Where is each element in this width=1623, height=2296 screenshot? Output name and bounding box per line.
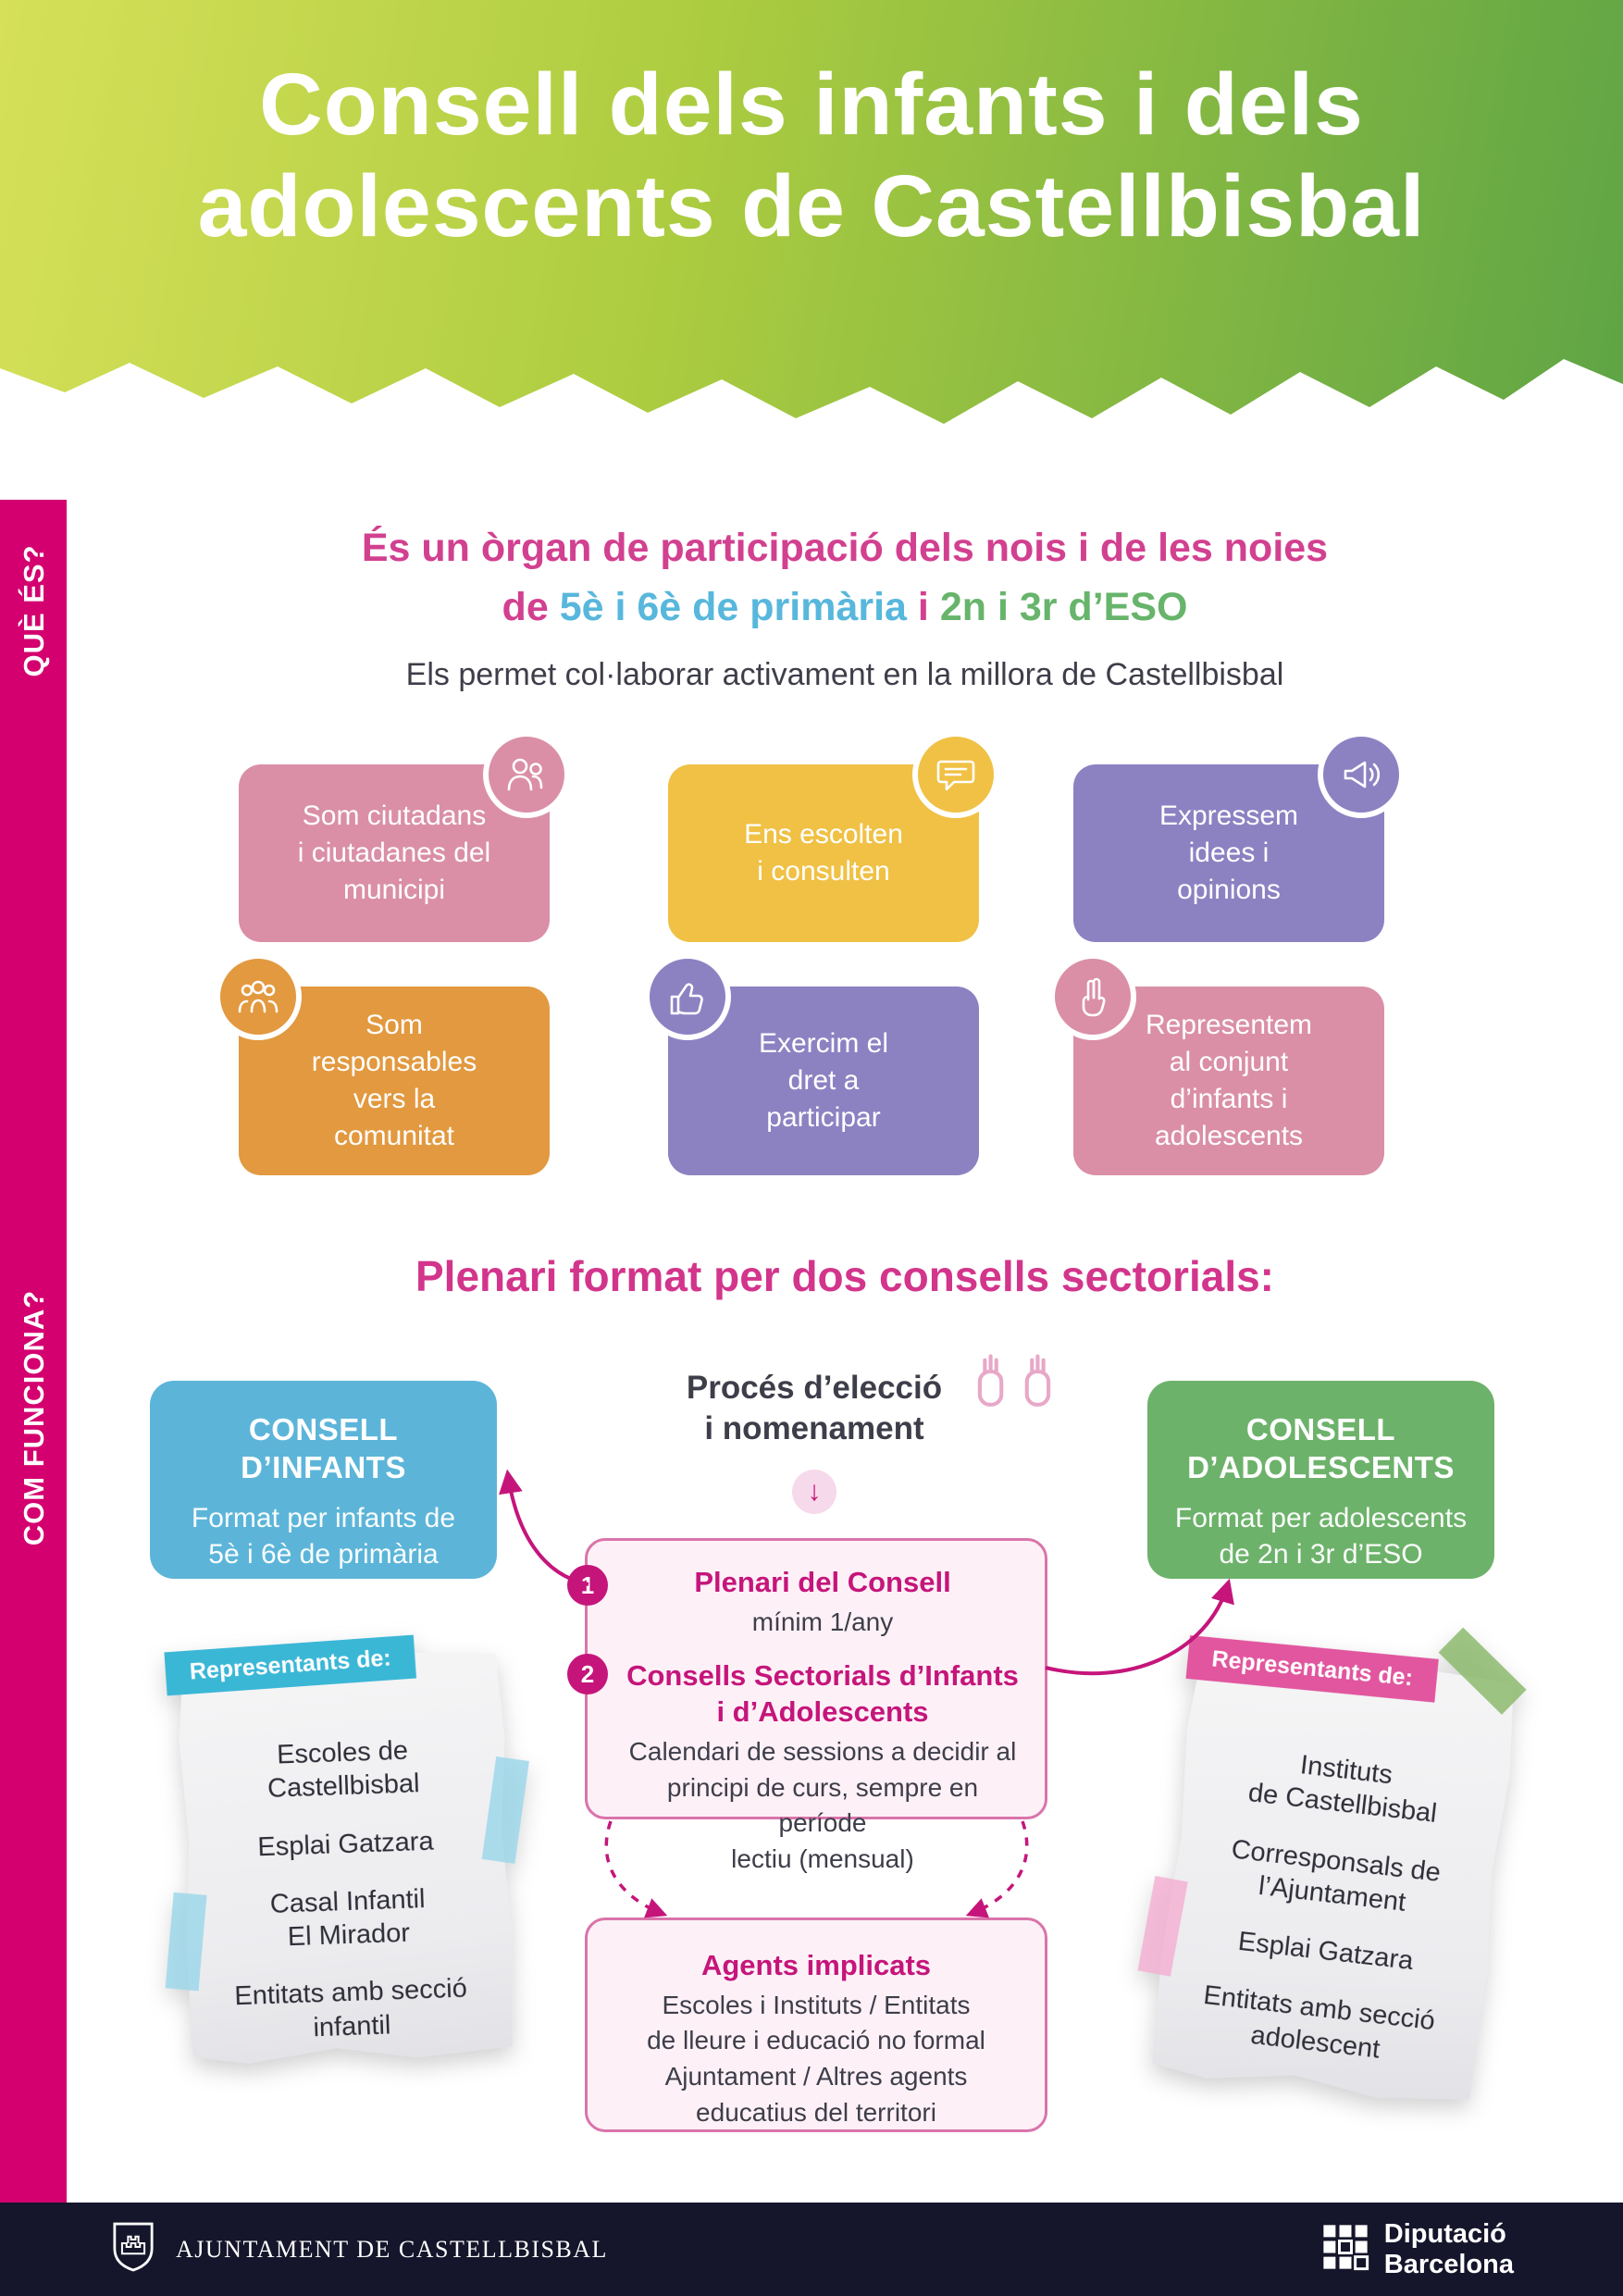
list-item: Esplai Gatzara <box>256 1826 435 1862</box>
feature-box-label: Som responsables vers la comunitat <box>311 1010 477 1151</box>
consell-adolescents-card: CONSELL D’ADOLESCENTS Format per adolesc… <box>1147 1381 1494 1579</box>
plenari-item2-body: Calendari de sessions a decidir al princ… <box>628 1736 1017 1873</box>
title-line1: Consell dels infants i dels <box>259 56 1364 154</box>
agents-box: Agents implicats Escoles i Instituts / E… <box>585 1917 1047 2132</box>
diputacio-label: Diputació Barcelona <box>1384 2219 1514 2279</box>
group-icon <box>215 953 302 1040</box>
diputacio-logo: Diputació Barcelona <box>1321 2219 1514 2279</box>
feature-box-citizens: Som ciutadans i ciutadanes del municipi <box>239 731 570 942</box>
intro-heading: És un òrgan de participació dels nois i … <box>361 526 1329 570</box>
plenari-box: 1 2 Plenari del Consell mínim 1/any Cons… <box>567 1538 1047 1873</box>
diputacio-logo-icon <box>1321 2223 1369 2276</box>
feature-box-listen: Ens escolten i consulten <box>668 731 999 942</box>
step-2-badge: 2 <box>567 1654 608 1694</box>
plenari-item1-body: mínim 1/any <box>751 1607 894 1636</box>
feature-box-label: Exercim el dret a participar <box>758 1028 889 1133</box>
diputacio-line1: Diputació <box>1383 2219 1506 2250</box>
list-item: Corresponsals de l’Ajuntament <box>1230 1833 1443 1917</box>
consell-infants-body: Format per infants de 5è i 6è de primàri… <box>191 1502 456 1570</box>
sidebar-strip <box>0 500 67 2203</box>
consell-infants-card: CONSELL D’INFANTS Format per infants de … <box>150 1381 497 1579</box>
castellbisbal-crest-icon <box>109 2220 157 2278</box>
representants-adolescents-list: Instituts de Castellbisbal Corresponsals… <box>1152 1735 1510 2077</box>
note-adolescents-representants: Representants de: Instituts de Castellbi… <box>1137 1627 1527 2109</box>
intro-sub-de: de <box>502 585 549 629</box>
consell-adolescents-title: CONSELL D’ADOLESCENTS <box>1187 1412 1455 1485</box>
speech-bubble-icon <box>912 731 999 818</box>
sidebar-label-com-funciona: COM FUNCIONA? <box>18 1289 50 1546</box>
representants-infants-list: Escoles de Castellbisbal Esplai Gatzara … <box>180 1731 515 2049</box>
agents-title: Agents implicats <box>700 1949 932 1981</box>
raised-hands-icon <box>973 1351 1055 1417</box>
note-infants-representants: Representants de: Escoles de Castellbisb… <box>164 1634 529 2066</box>
feature-box-label: Expressem idees i opinions <box>1158 800 1299 905</box>
diputacio-line2: Barcelona <box>1383 2249 1514 2279</box>
section-heading-plenari: Plenari format per dos consells sectoria… <box>415 1252 1274 1300</box>
down-arrow-icon: ↓ <box>792 1470 836 1514</box>
feature-box-represent: Representem al conjunt d’infants i adole… <box>1049 953 1384 1175</box>
list-item: Casal Infantil El Mirador <box>269 1883 427 1953</box>
plenari-item2-title: Consells Sectorials d’Infants i d’Adoles… <box>626 1659 1019 1729</box>
sidebar-label-que-es: QUÈ ÉS? <box>18 544 50 677</box>
list-item: Entitats amb secció infantil <box>233 1973 468 2042</box>
ajuntament-label: AJUNTAMENT DE CASTELLBISBAL <box>176 2235 608 2263</box>
title-line2: adolescents de Castellbisbal <box>197 157 1426 256</box>
list-item: Escoles de Castellbisbal <box>266 1735 421 1805</box>
proces-label: Procés d’elecció i nomenament <box>686 1370 943 1446</box>
intro-sub-i: i <box>917 585 929 629</box>
footer: AJUNTAMENT DE CASTELLBISBAL Diputació Ba… <box>0 2203 1623 2296</box>
header-banner: Consell dels infants i dels adolescents … <box>0 0 1623 424</box>
plenari-item1-title: Plenari del Consell <box>694 1566 951 1598</box>
feature-box-participate: Exercim el dret a participar <box>644 953 979 1175</box>
feature-box-label: Ens escolten i consulten <box>744 819 903 887</box>
feature-box-express: Expressem idees i opinions <box>1073 731 1405 942</box>
victory-hand-icon <box>1049 953 1136 1040</box>
megaphone-icon <box>1318 731 1405 818</box>
intro-description: Els permet col·laborar activament en la … <box>405 657 1284 692</box>
intro-subheading: de 5è i 6è de primària i 2n i 3r d’ESO <box>67 585 1623 630</box>
feature-box-label: Som ciutadans i ciutadanes del municipi <box>297 800 491 905</box>
list-item: Esplai Gatzara <box>1236 1926 1416 1977</box>
consell-adolescents-body: Format per adolescents de 2n i 3r d’ESO <box>1174 1502 1468 1570</box>
citizens-icon <box>483 731 570 818</box>
agents-body: Escoles i Instituts / Entitats de lleure… <box>647 1990 985 2127</box>
intro-sub-primaria: 5è i 6è de primària <box>559 585 907 629</box>
intro-sub-eso: 2n i 3r d’ESO <box>939 585 1188 629</box>
thumbs-up-icon <box>644 953 731 1040</box>
feature-box-responsible: Som responsables vers la comunitat <box>215 953 550 1175</box>
down-arrow-glyph: ↓ <box>807 1476 822 1507</box>
step-1-badge: 1 <box>567 1565 608 1606</box>
consell-infants-title: CONSELL D’INFANTS <box>241 1412 406 1485</box>
ajuntament-logo: AJUNTAMENT DE CASTELLBISBAL <box>109 2220 608 2278</box>
feature-box-label: Representem al conjunt d’infants i adole… <box>1145 1010 1313 1151</box>
page-title: Consell dels infants i dels adolescents … <box>0 54 1623 257</box>
